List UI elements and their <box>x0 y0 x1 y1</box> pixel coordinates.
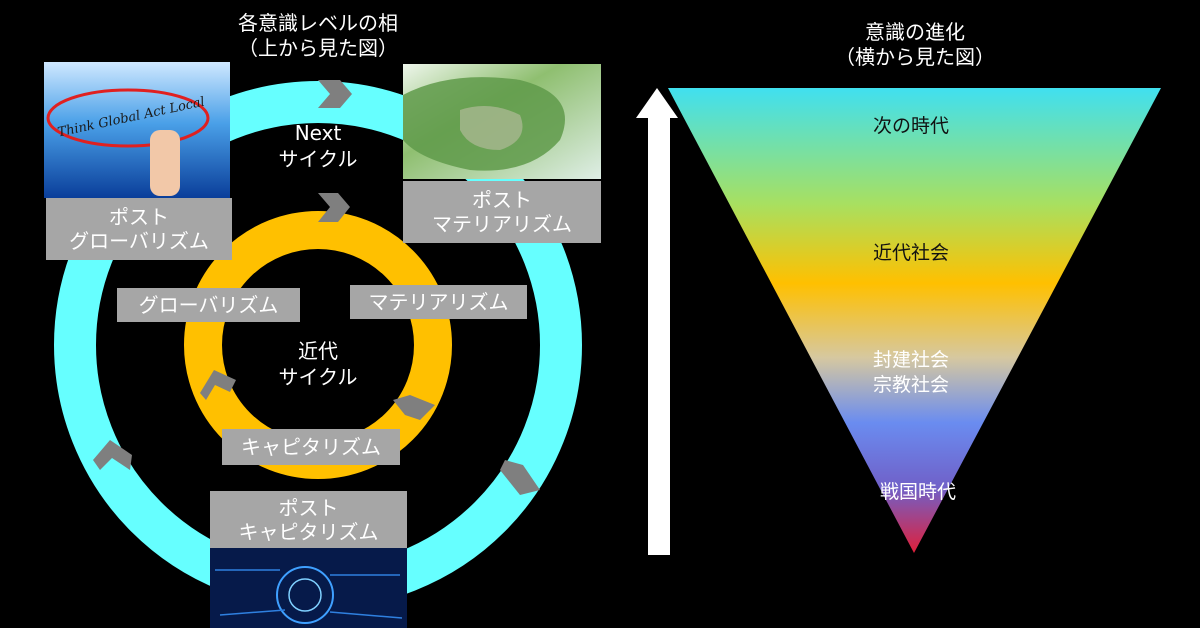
globalism-text: グローバリズム <box>138 293 279 317</box>
post-capitalism-line1: ポスト <box>278 495 339 520</box>
materialism-text: マテリアリズム <box>368 290 509 314</box>
globalism-label: グローバリズム <box>117 288 300 322</box>
evolution-up-arrow-icon <box>636 88 678 555</box>
evolution-triangle <box>668 88 1161 553</box>
inner-chevron-left-icon <box>200 370 236 400</box>
inner-chevron-top-icon <box>318 193 350 222</box>
materialism-label: マテリアリズム <box>350 285 527 319</box>
right-title-line1: 意識の進化 <box>865 20 965 44</box>
right-title: 意識の進化 （横から見た図） <box>815 20 1015 70</box>
post-materialism-label: ポスト マテリアリズム <box>403 181 601 243</box>
ai-circuit-photo <box>210 548 407 628</box>
think-global-photo <box>44 62 230 198</box>
next-cycle-label: Next サイクル <box>248 120 388 172</box>
coast-aerial-photo <box>403 64 601 179</box>
post-materialism-line2: マテリアリズム <box>432 212 572 236</box>
inner-chevron-right-icon <box>393 395 435 420</box>
post-capitalism-label: ポスト キャピタリズム <box>210 491 407 548</box>
right-title-line2: （横から見た図） <box>835 45 995 69</box>
level-modern-society: 近代社会 <box>872 242 949 264</box>
modern-cycle-line2: サイクル <box>278 365 358 389</box>
level-religious-society: 宗教社会 <box>872 374 949 396</box>
post-globalism-line2: グローバリズム <box>69 229 209 253</box>
post-globalism-line1: ポスト <box>109 205 169 229</box>
left-title-line1: 各意識レベルの相 <box>238 11 398 35</box>
modern-cycle-label: 近代 サイクル <box>248 338 388 390</box>
level-next-era: 次の時代 <box>872 115 949 137</box>
post-materialism-line1: ポスト <box>472 188 532 212</box>
level-feudal-society: 封建社会 <box>872 349 949 371</box>
capitalism-text: キャピタリズム <box>241 435 381 459</box>
outer-chevron-left-icon <box>93 440 132 470</box>
outer-chevron-right-icon <box>500 460 540 495</box>
next-cycle-line2: サイクル <box>278 147 358 171</box>
modern-cycle-line1: 近代 <box>298 339 338 363</box>
outer-chevron-top-icon <box>318 80 352 108</box>
level-warring-states: 戦国時代 <box>879 481 956 503</box>
capitalism-label: キャピタリズム <box>222 429 400 465</box>
left-title-line2: （上から見た図） <box>238 36 398 60</box>
post-globalism-label: ポスト グローバリズム <box>46 198 232 260</box>
left-title: 各意識レベルの相 （上から見た図） <box>218 11 418 61</box>
post-capitalism-line2: キャピタリズム <box>238 519 379 544</box>
next-cycle-line1: Next <box>294 121 342 145</box>
